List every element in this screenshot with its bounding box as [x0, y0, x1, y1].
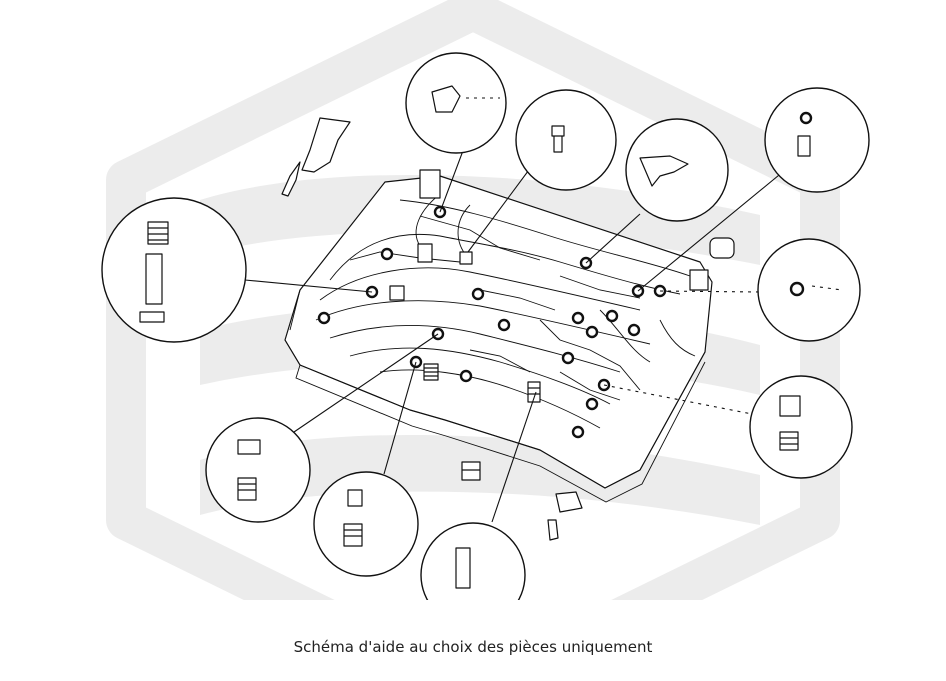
- callout-circle-left: [101, 197, 247, 343]
- callout-leaders: [244, 147, 791, 523]
- plunger-icon: [145, 253, 163, 305]
- callout-circle-bottom-left: [205, 417, 311, 523]
- plunger-icon: [797, 135, 811, 157]
- plunger-icon: [551, 125, 565, 153]
- clip-icon: [237, 439, 261, 455]
- spring-icon: [281, 117, 735, 541]
- plunger-icon: [347, 489, 363, 507]
- plunger-icon: [389, 285, 405, 301]
- check-ball-icon: [317, 205, 667, 439]
- plunger-icon: [459, 251, 473, 265]
- plunger-icon: [417, 243, 433, 263]
- plunger-icon: [779, 395, 801, 417]
- clip-icon: [639, 155, 689, 187]
- plunger-icon: [455, 547, 471, 589]
- callout-circle-spring: [749, 375, 853, 479]
- spring-icon: [237, 477, 257, 501]
- spring-icon: [527, 381, 541, 403]
- callout-circle-bottom-mid: [313, 471, 419, 577]
- clip-icon: [139, 311, 165, 323]
- spring-icon: [779, 431, 799, 451]
- spring-icon: [147, 221, 169, 245]
- spring-icon: [423, 363, 439, 381]
- callout-circle-plunger: [515, 89, 617, 191]
- spring-icon: [343, 523, 363, 547]
- clip-icon: [431, 85, 461, 113]
- callout-circle-valve: [764, 87, 870, 193]
- caption-text: Schéma d'aide au choix des pièces unique…: [293, 638, 653, 656]
- callout-circle-ring: [757, 238, 861, 342]
